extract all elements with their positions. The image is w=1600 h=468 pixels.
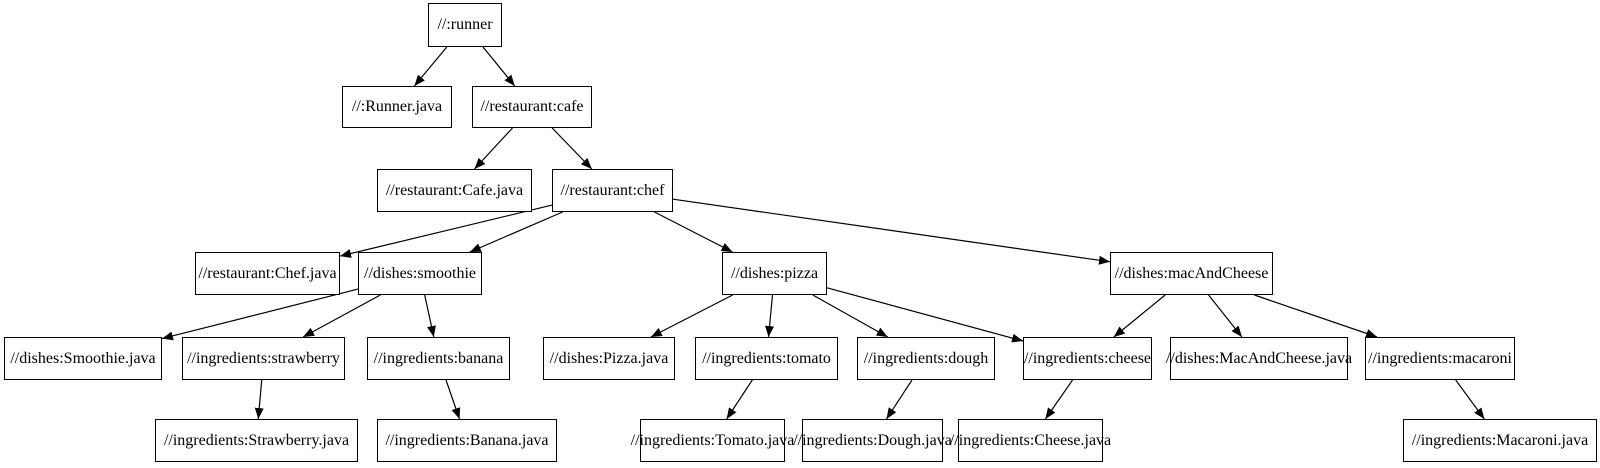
graph-edge-dough-to-dough_java — [885, 379, 913, 420]
graph-edge-runner-to-cafe — [482, 46, 516, 87]
graph-node-tomato: //ingredients:tomato — [695, 337, 838, 380]
graph-node-chef_java: //restaurant:Chef.java — [195, 252, 340, 295]
graph-edge-macandcheese-to-cheese — [1113, 294, 1166, 338]
graph-node-macaroni_java: //ingredients:Macaroni.java — [1403, 419, 1597, 462]
graph-node-label: //ingredients:tomato — [702, 349, 831, 367]
graph-edge-cafe-to-chef — [551, 127, 593, 170]
graph-node-label: //restaurant:cafe — [480, 98, 584, 115]
graph-edge-smoothie-to-strawberry — [302, 294, 381, 338]
graph-edge-pizza-to-tomato — [765, 294, 775, 338]
graph-node-label: //dishes:pizza — [730, 264, 819, 282]
graph-node-label: //ingredients:Macaroni.java — [1411, 431, 1589, 449]
graph-edge-tomato-to-tomato_java — [726, 379, 753, 420]
graph-edge-macaroni-to-macaroni_java — [1455, 379, 1485, 420]
graph-node-label: //:runner — [437, 16, 493, 33]
graph-edge-smoothie-to-smoothie_java — [161, 288, 359, 341]
graph-node-smoothie_java: //dishes:Smoothie.java — [4, 337, 162, 380]
graph-node-label: //dishes:Smoothie.java — [10, 349, 156, 367]
graph-node-macandcheese_java: //dishes:MacAndCheese.java — [1166, 337, 1352, 380]
graph-node-label: //ingredients:Dough.java — [793, 431, 952, 449]
graph-edge-macandcheese-to-macaroni — [1254, 294, 1378, 338]
graph-edge-macandcheese-to-macandcheese_java — [1208, 294, 1243, 338]
graph-node-label: //dishes:macAndCheese — [1114, 264, 1269, 282]
graph-node-label: //ingredients:cheese — [1023, 349, 1152, 367]
graph-node-label: //:Runner.java — [351, 98, 443, 115]
graph-node-label: //dishes:MacAndCheese.java — [1165, 349, 1353, 367]
graph-node-pizza_java: //dishes:Pizza.java — [543, 337, 675, 380]
graph-node-dough_java: //ingredients:Dough.java — [793, 419, 952, 462]
graph-edge-pizza-to-pizza_java — [650, 294, 733, 338]
graph-node-label: //ingredients:banana — [373, 349, 504, 367]
graph-edge-cafe-to-cafe_java — [474, 127, 513, 170]
graph-node-macaroni: //ingredients:macaroni — [1365, 337, 1515, 380]
graph-node-label: //restaurant:Chef.java — [198, 264, 337, 282]
graph-node-label: //dishes:smoothie — [364, 264, 476, 282]
graph-edge-cheese-to-cheese_java — [1044, 379, 1074, 420]
graph-node-tomato_java: //ingredients:Tomato.java — [631, 419, 794, 462]
graph-node-smoothie: //dishes:smoothie — [358, 252, 482, 295]
graph-edge-smoothie-to-banana — [424, 294, 436, 338]
graph-node-label: //ingredients:dough — [863, 349, 989, 367]
graph-node-label: //ingredients:Banana.java — [385, 431, 549, 449]
graph-edge-strawberry-to-strawberry_java — [254, 379, 264, 420]
graph-node-cafe_java: //restaurant:Cafe.java — [377, 169, 532, 212]
graph-node-chef: //restaurant:chef — [552, 169, 673, 212]
graph-edge-chef-to-smoothie — [469, 211, 563, 253]
graph-node-cafe: //restaurant:cafe — [472, 86, 592, 128]
graph-node-label: //ingredients:strawberry — [187, 349, 340, 367]
graph-edge-banana-to-banana_java — [445, 379, 461, 420]
graph-node-cheese_java: //ingredients:Cheese.java — [950, 419, 1111, 462]
graph-node-banana: //ingredients:banana — [367, 337, 510, 380]
graph-edge-chef-to-pizza — [654, 211, 733, 253]
graph-node-strawberry_java: //ingredients:Strawberry.java — [155, 419, 358, 462]
graph-edge-pizza-to-dough — [812, 294, 888, 338]
graph-node-dough: //ingredients:dough — [857, 337, 995, 380]
graph-node-label: //ingredients:Strawberry.java — [163, 431, 350, 449]
graph-node-strawberry: //ingredients:strawberry — [182, 337, 345, 380]
graph-node-label: //dishes:Pizza.java — [549, 349, 669, 367]
graph-edge-pizza-to-cheese — [826, 287, 1024, 343]
graph-node-banana_java: //ingredients:Banana.java — [377, 419, 557, 462]
graph-node-macandcheese: //dishes:macAndCheese — [1110, 252, 1273, 295]
graph-node-label: //restaurant:Cafe.java — [385, 181, 524, 199]
graph-edge-runner-to-runner_java — [413, 46, 448, 87]
graph-node-label: //ingredients:Tomato.java — [630, 431, 795, 449]
graph-node-cheese: //ingredients:cheese — [1023, 337, 1152, 380]
graph-node-pizza: //dishes:pizza — [722, 252, 827, 295]
graph-edge-chef-to-chef_java — [339, 204, 553, 258]
graph-node-label: //ingredients:macaroni — [1368, 349, 1512, 367]
graph-node-label: //restaurant:chef — [560, 181, 665, 199]
graph-node-label: //ingredients:Cheese.java — [949, 431, 1112, 449]
graph-node-runner: //:runner — [428, 3, 502, 47]
graph-node-runner_java: //:Runner.java — [342, 86, 452, 128]
graph-edge-chef-to-macandcheese — [672, 198, 1111, 265]
